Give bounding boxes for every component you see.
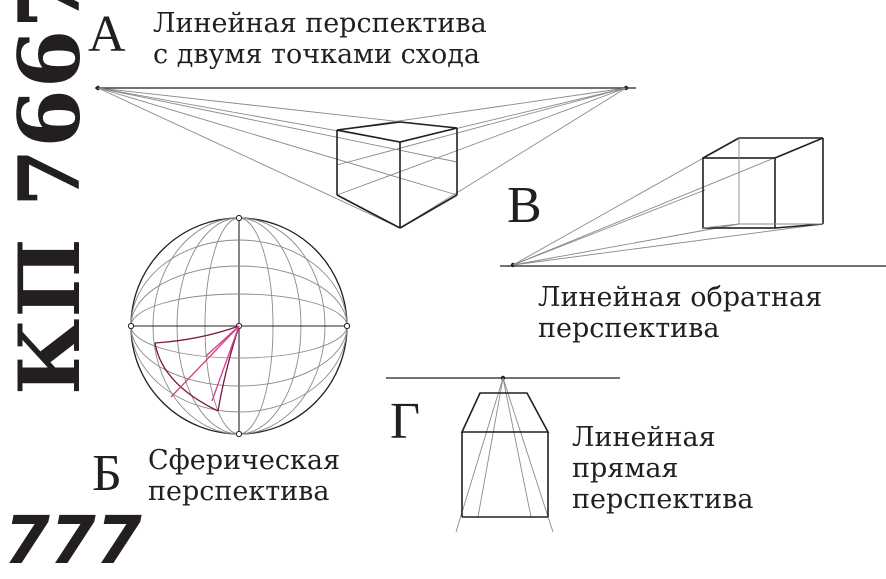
panel-a-caption-line-2: с двумя точками схода — [153, 39, 480, 70]
panel-a-letter: А — [88, 6, 126, 63]
panel-v-caption-line-2: перспектива — [538, 313, 720, 344]
panel-b-letter: Б — [92, 445, 122, 502]
construction-rays-v — [512, 137, 824, 266]
panel-b-caption-line-1: Сферическая — [148, 445, 341, 476]
panel-a-caption: Линейная перспектива с двумя точками схо… — [153, 8, 487, 70]
panel-b-caption: Сферическая перспектива — [148, 445, 340, 507]
figure-v-reverse — [500, 137, 886, 268]
sphere-sector — [154, 325, 240, 412]
perspective-figures — [95, 85, 886, 533]
panel-g-caption-line-1: Линейная — [572, 422, 716, 453]
construction-rays-g — [455, 377, 554, 533]
figure-b-spherical — [127, 214, 351, 438]
figure-g-direct — [386, 375, 620, 533]
panel-b-caption-line-2: перспектива — [148, 476, 330, 507]
figure-a-two-point — [95, 85, 636, 229]
panel-g-caption-line-2: прямая — [572, 453, 679, 484]
construction-rays-a — [97, 87, 627, 229]
panel-g-caption: Линейная прямая перспектива — [572, 422, 753, 515]
box-v — [702, 137, 824, 229]
house-g — [460, 392, 550, 518]
panel-v-letter: В — [507, 177, 542, 234]
panel-a-caption-line-1: Линейная перспектива — [153, 8, 487, 39]
panel-v-caption: Линейная обратная перспектива — [538, 282, 822, 344]
panel-v-caption-line-1: Линейная обратная — [538, 282, 823, 313]
box-a — [336, 121, 458, 229]
panel-g-letter: Г — [390, 393, 421, 450]
panel-g-caption-line-3: перспектива — [572, 484, 754, 515]
